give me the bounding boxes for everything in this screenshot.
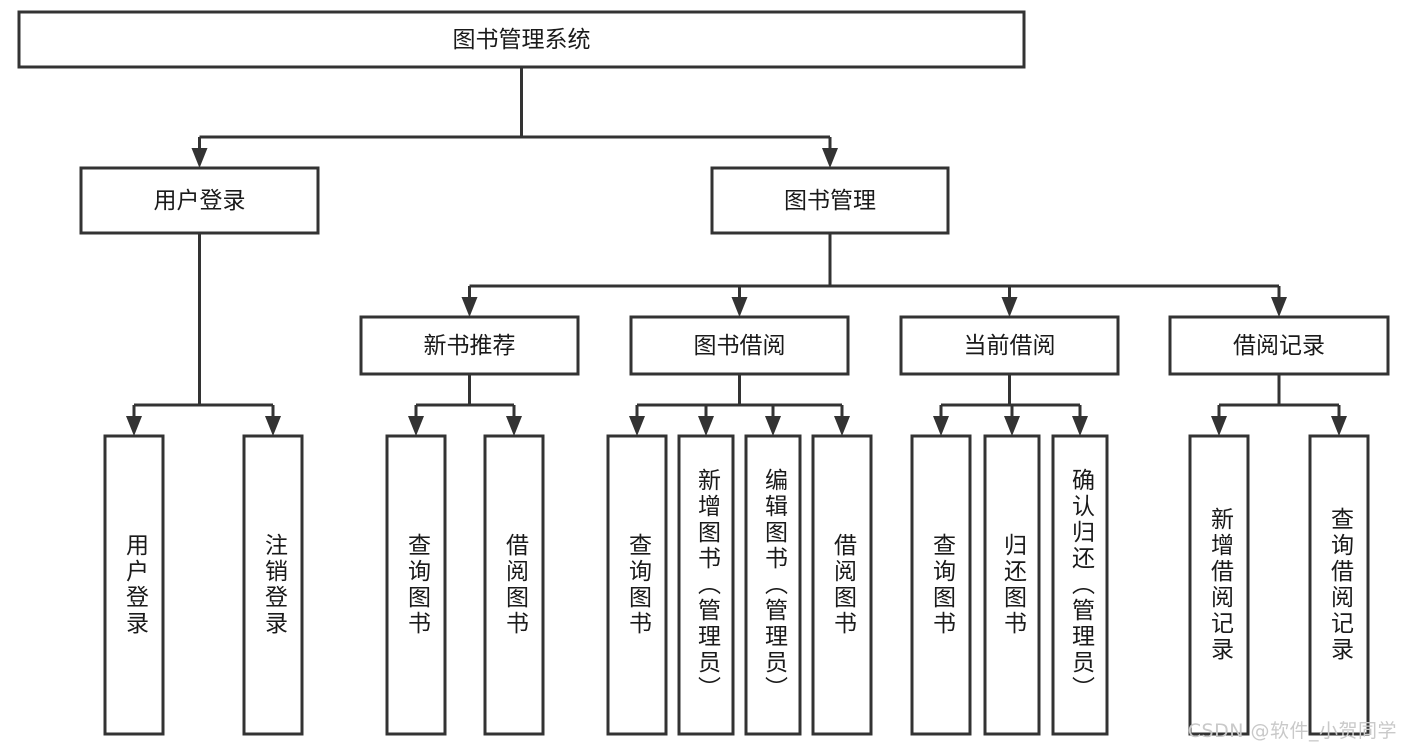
node-box-leaf-edit-book-admin[interactable] (744, 434, 802, 736)
node-label-new-book-rec: 新书推荐 (424, 333, 516, 359)
arrow-head-icon (698, 416, 714, 436)
node-box-root[interactable] (17, 10, 1026, 69)
node-leaf-confirm-return-admin[interactable] (1051, 434, 1109, 736)
node-box-new-book-rec[interactable] (359, 315, 580, 376)
node-box-user-login[interactable] (79, 166, 320, 235)
arrow-head-icon (126, 416, 142, 436)
node-leaf-user-logout[interactable] (242, 434, 304, 736)
arrow-head-icon (191, 148, 208, 168)
arrow-head-icon (265, 416, 281, 436)
node-root[interactable]: 图书管理系统 (17, 10, 1026, 69)
arrow-head-icon (933, 416, 949, 436)
node-label-book-manage: 图书管理 (784, 188, 876, 214)
node-box-book-manage[interactable] (710, 166, 950, 235)
node-leaf-add-book-admin[interactable] (677, 434, 735, 736)
node-box-leaf-borrow-query-book[interactable] (606, 434, 668, 736)
node-leaf-return-book[interactable] (983, 434, 1041, 736)
connector-group-borrow-record (1211, 374, 1347, 436)
node-user-login[interactable]: 用户登录 (79, 166, 320, 235)
watermark-text: CSDN @软件_小贺同学 (1187, 720, 1397, 742)
node-leaf-add-borrow-record[interactable] (1188, 434, 1250, 736)
node-borrow-record[interactable]: 借阅记录 (1168, 315, 1390, 376)
node-label-book-borrow: 图书借阅 (694, 333, 786, 359)
node-leaf-borrow-query-book[interactable] (606, 434, 668, 736)
node-new-book-rec[interactable]: 新书推荐 (359, 315, 580, 376)
node-leaf-borrow-book[interactable] (811, 434, 873, 736)
arrow-head-icon (1331, 416, 1347, 436)
node-box-book-borrow[interactable] (629, 315, 850, 376)
node-box-leaf-confirm-return-admin[interactable] (1051, 434, 1109, 736)
arrow-head-icon (1004, 416, 1020, 436)
node-label-current-borrow: 当前借阅 (964, 333, 1056, 359)
node-label-user-login: 用户登录 (154, 188, 246, 214)
node-leaf-edit-book-admin[interactable] (744, 434, 802, 736)
arrow-head-icon (461, 297, 478, 317)
node-box-leaf-rec-query-book[interactable] (385, 434, 447, 736)
node-leaf-user-login[interactable] (103, 434, 165, 736)
node-label-root: 图书管理系统 (453, 27, 591, 53)
node-box-leaf-user-logout[interactable] (242, 434, 304, 736)
node-leaf-rec-borrow-book[interactable] (483, 434, 545, 736)
connector-group-user-login (126, 233, 281, 436)
node-box-leaf-query-borrow-record[interactable] (1308, 434, 1370, 736)
node-current-borrow[interactable]: 当前借阅 (899, 315, 1120, 376)
arrow-head-icon (1001, 297, 1018, 317)
connector-group-root (191, 67, 838, 168)
node-box-current-borrow[interactable] (899, 315, 1120, 376)
node-leaf-query-borrow-record[interactable] (1308, 434, 1370, 736)
arrow-head-icon (765, 416, 781, 436)
node-box-borrow-record[interactable] (1168, 315, 1390, 376)
node-box-leaf-user-login[interactable] (103, 434, 165, 736)
connector-group-book-manage (461, 233, 1287, 317)
arrow-head-icon (1211, 416, 1227, 436)
node-box-leaf-add-borrow-record[interactable] (1188, 434, 1250, 736)
node-book-borrow[interactable]: 图书借阅 (629, 315, 850, 376)
node-leaf-rec-query-book[interactable] (385, 434, 447, 736)
arrow-head-icon (506, 416, 522, 436)
arrow-head-icon (834, 416, 850, 436)
arrow-head-icon (822, 148, 838, 168)
connector-group-current-borrow (933, 374, 1088, 436)
node-box-leaf-borrow-book[interactable] (811, 434, 873, 736)
connector-group-new-book-rec (408, 374, 522, 436)
arrow-head-icon (408, 416, 424, 436)
node-box-leaf-cur-query-book[interactable] (910, 434, 972, 736)
arrow-head-icon (1271, 297, 1287, 317)
node-leaf-cur-query-book[interactable] (910, 434, 972, 736)
arrow-head-icon (731, 297, 748, 317)
arrow-head-icon (1072, 416, 1088, 436)
node-box-leaf-return-book[interactable] (983, 434, 1041, 736)
connector-group-book-borrow (629, 374, 850, 436)
node-box-leaf-add-book-admin[interactable] (677, 434, 735, 736)
node-book-manage[interactable]: 图书管理 (710, 166, 950, 235)
node-label-borrow-record: 借阅记录 (1233, 333, 1325, 359)
arrow-head-icon (629, 416, 645, 436)
node-box-leaf-rec-borrow-book[interactable] (483, 434, 545, 736)
